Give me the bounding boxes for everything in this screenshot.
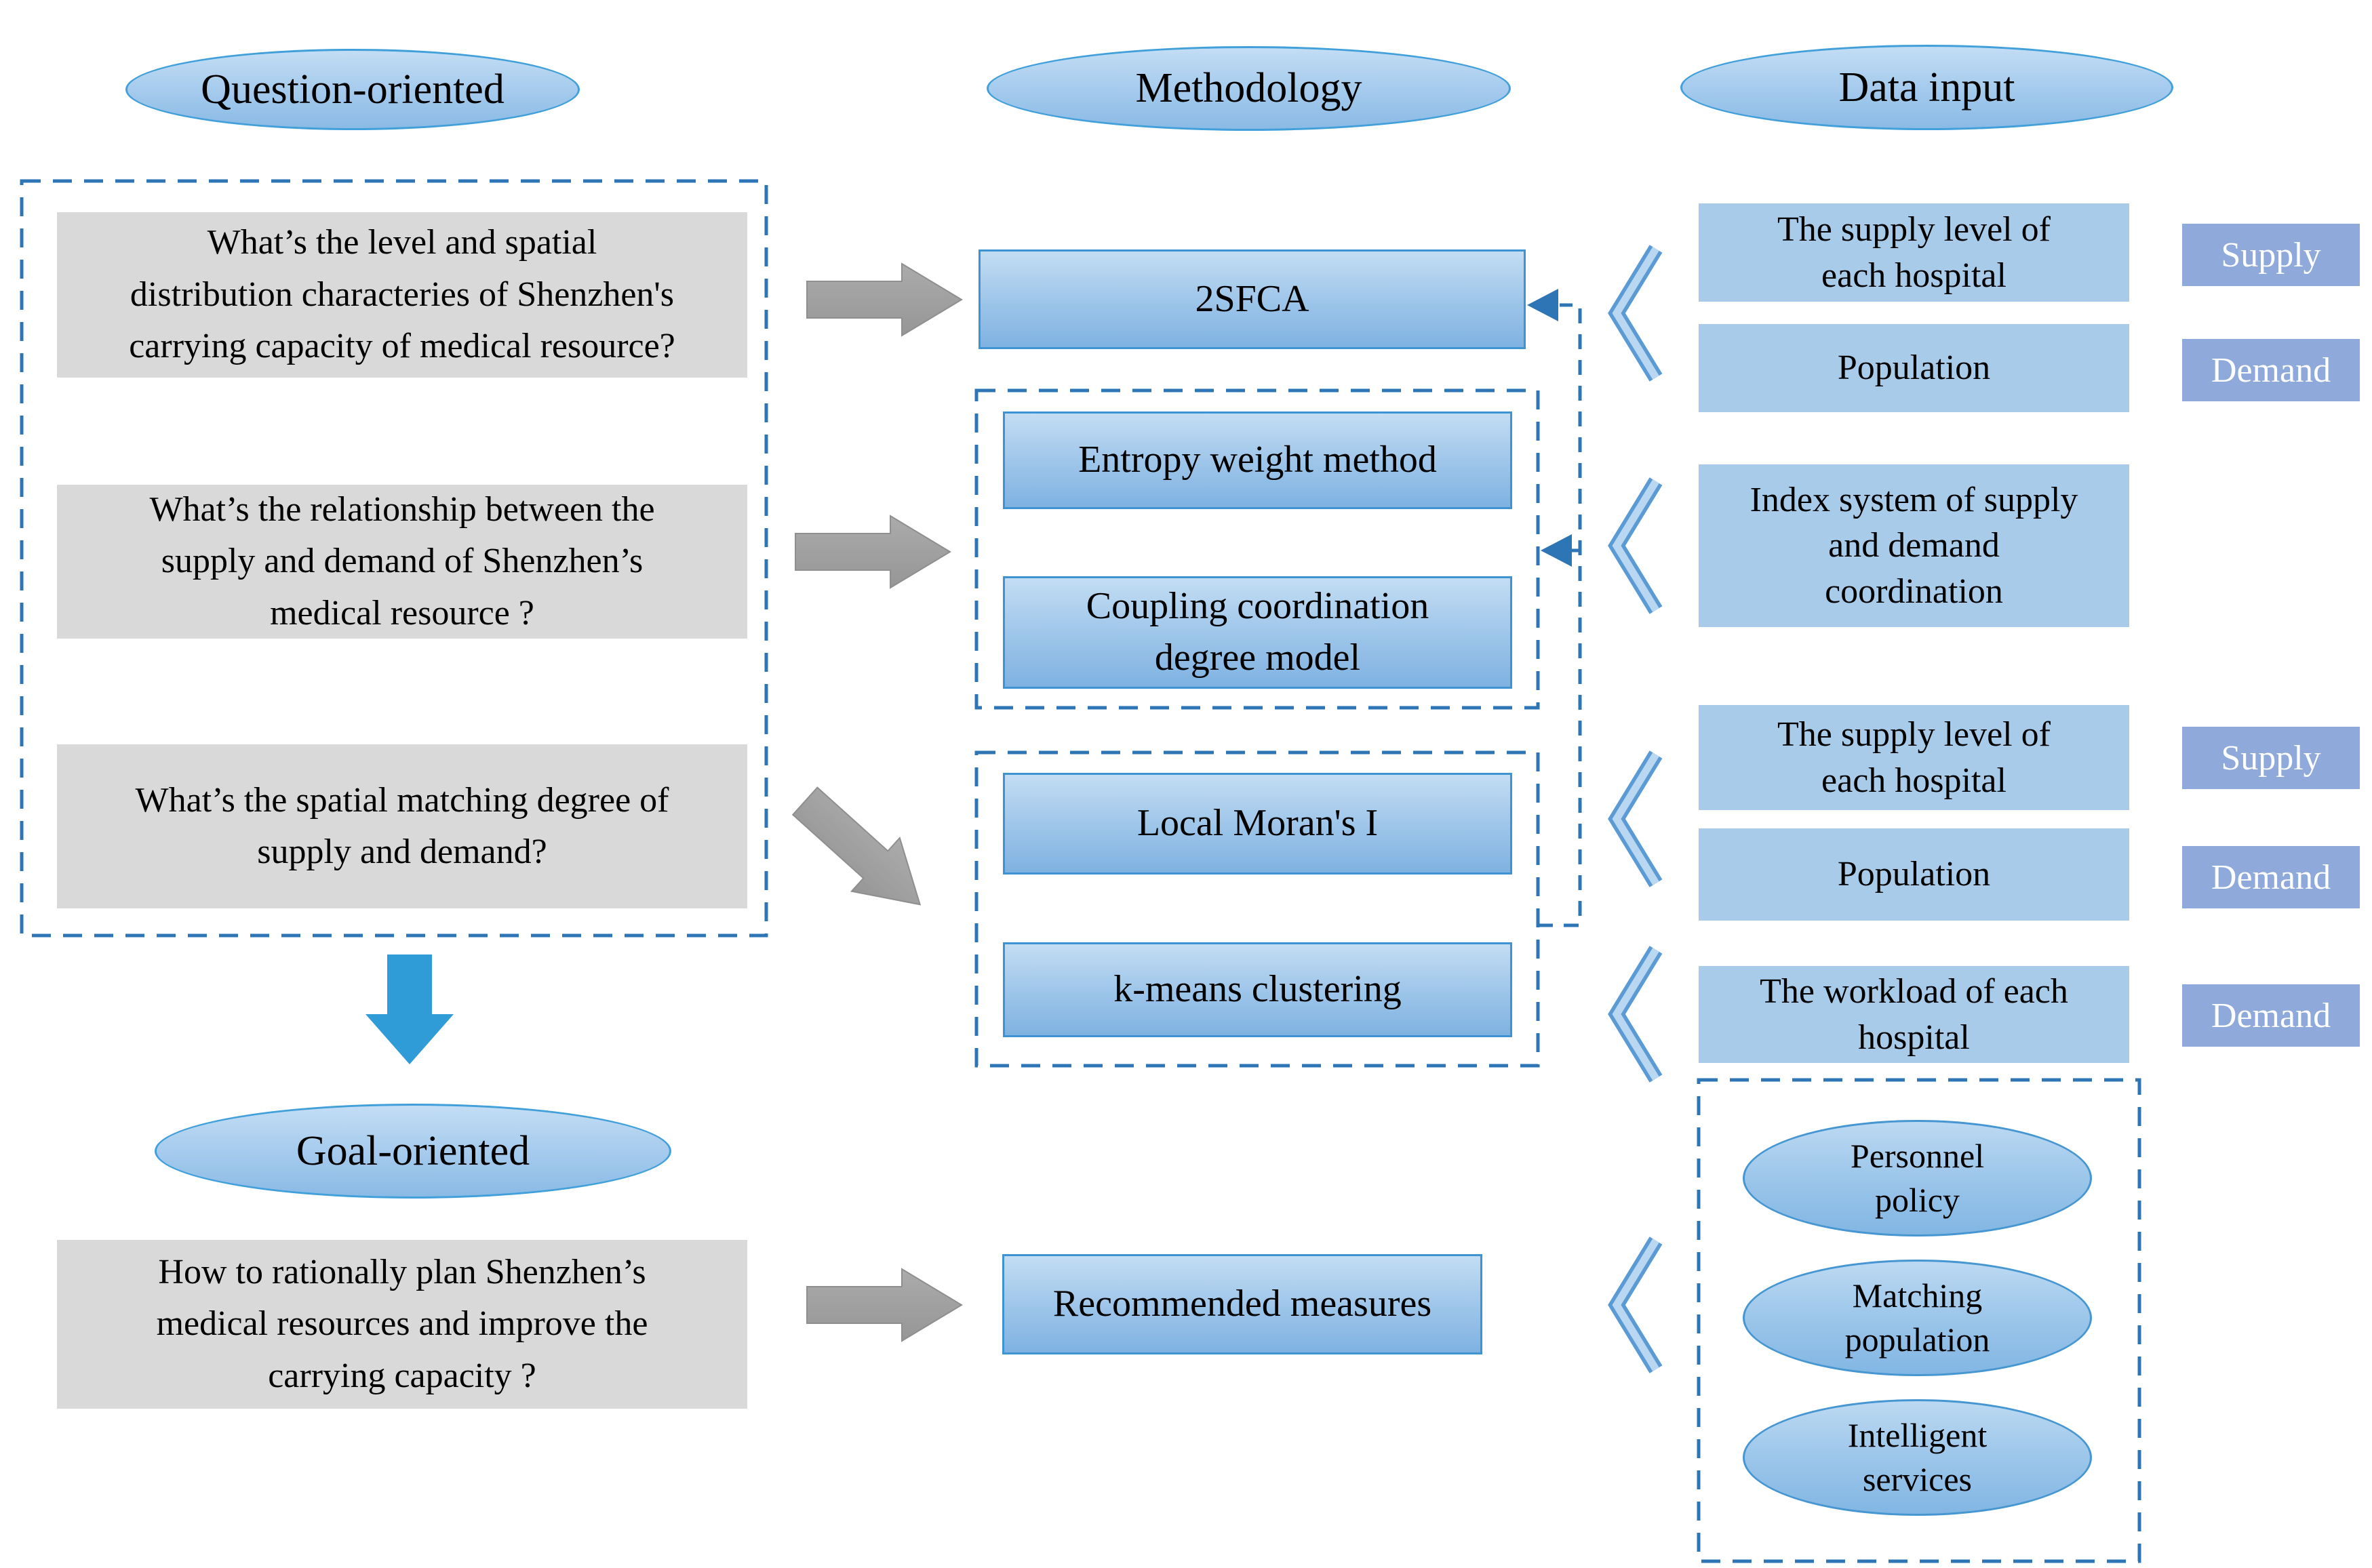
chevron-index-system-icon <box>1608 477 1663 614</box>
data-box-supply-level-1: The supply level of each hospital <box>1699 203 2129 302</box>
question-box-2: What’s the relationship between the supp… <box>57 485 747 639</box>
method-box-local-morans-i: Local Moran's I <box>1003 773 1512 875</box>
badge-demand-1: Demand <box>2182 339 2360 401</box>
data-box-population-2: Population <box>1699 828 2129 921</box>
goal-question-text: How to rationally plan Shenzhen’s medica… <box>156 1252 648 1395</box>
badge-supply-2: Supply <box>2182 727 2360 789</box>
header-data-input-label: Data input <box>1838 64 2015 110</box>
blue-down-arrow-icon <box>365 954 454 1064</box>
method-box-coupling: Coupling coordination degree model <box>1003 576 1512 689</box>
measure-intelligent-services-label: Intelligent services <box>1847 1416 1988 1498</box>
badge-supply-2-label: Supply <box>2221 738 2321 778</box>
method-box-entropy: Entropy weight method <box>1003 411 1512 509</box>
badge-demand-1-label: Demand <box>2211 350 2331 390</box>
measure-ellipse-intelligent-services: Intelligent services <box>1743 1399 2092 1516</box>
data-index-system-text: Index system of supply and demand coordi… <box>1750 480 2078 611</box>
arrowhead-into-coupling-icon <box>1541 534 1572 567</box>
method-2sfca-label: 2SFCA <box>1195 277 1309 320</box>
method-coupling-label: Coupling coordination degree model <box>1086 585 1429 679</box>
data-workload-text: The workload of each hospital <box>1760 971 2068 1057</box>
gray-arrow-q3-icon <box>791 786 922 906</box>
data-population-1-text: Population <box>1837 348 1991 388</box>
question-box-1: What’s the level and spatial distributio… <box>57 212 747 378</box>
data-box-workload: The workload of each hospital <box>1699 966 2129 1063</box>
header-ellipse-data-input: Data input <box>1680 45 2173 130</box>
data-box-index-system: Index system of supply and demand coordi… <box>1699 464 2129 627</box>
data-supply-level-1-text: The supply level of each hospital <box>1777 209 2051 295</box>
data-population-2-text: Population <box>1837 855 1991 894</box>
arrowhead-into-2sfca-icon <box>1527 289 1558 321</box>
badge-demand-2-label: Demand <box>2211 858 2331 897</box>
method-recommended-measures-label: Recommended measures <box>1052 1283 1432 1325</box>
chevron-supply-demand-2-icon <box>1608 750 1663 887</box>
gray-arrow-q1-icon <box>806 262 963 337</box>
header-ellipse-question-oriented: Question-oriented <box>125 49 580 130</box>
chevron-measures-icon <box>1608 1237 1663 1373</box>
method-local-morans-i-label: Local Moran's I <box>1136 802 1379 845</box>
header-methodology-label: Methodology <box>1135 65 1362 111</box>
gray-arrow-goal-icon <box>806 1268 963 1342</box>
data-supply-level-2-text: The supply level of each hospital <box>1777 715 2051 800</box>
badge-demand-3-label: Demand <box>2211 996 2331 1035</box>
badge-demand-3: Demand <box>2182 984 2360 1047</box>
header-ellipse-goal-oriented: Goal-oriented <box>155 1104 671 1199</box>
method-box-recommended-measures: Recommended measures <box>1002 1254 1482 1354</box>
data-to-method-dashed-connector <box>1538 303 1582 927</box>
question-3-text: What’s the spatial matching degree of su… <box>135 780 669 871</box>
method-box-kmeans: k-means clustering <box>1003 942 1512 1037</box>
badge-supply-1-label: Supply <box>2221 235 2321 275</box>
header-question-oriented-label: Question-oriented <box>201 66 505 113</box>
measure-matching-population-label: Matching population <box>1844 1276 1990 1359</box>
header-ellipse-methodology: Methodology <box>987 46 1511 131</box>
header-goal-oriented-label: Goal-oriented <box>296 1127 530 1174</box>
chevron-workload-icon <box>1608 946 1663 1083</box>
chevron-supply-demand-1-icon <box>1608 245 1663 382</box>
badge-supply-1: Supply <box>2182 224 2360 286</box>
question-2-text: What’s the relationship between the supp… <box>149 489 655 632</box>
goal-question-box: How to rationally plan Shenzhen’s medica… <box>57 1240 747 1409</box>
method-entropy-label: Entropy weight method <box>1078 439 1437 481</box>
measure-personnel-policy-label: Personnel policy <box>1850 1137 1985 1219</box>
method-kmeans-label: k-means clustering <box>1113 968 1402 1011</box>
measure-ellipse-matching-population: Matching population <box>1743 1260 2092 1376</box>
question-box-3: What’s the spatial matching degree of su… <box>57 744 747 908</box>
question-1-text: What’s the level and spatial distributio… <box>129 223 675 366</box>
gray-arrow-q2-icon <box>795 515 951 589</box>
data-box-population-1: Population <box>1699 324 2129 412</box>
method-box-2sfca: 2SFCA <box>979 249 1526 349</box>
measure-ellipse-personnel-policy: Personnel policy <box>1743 1120 2092 1237</box>
badge-demand-2: Demand <box>2182 846 2360 908</box>
data-box-supply-level-2: The supply level of each hospital <box>1699 705 2129 810</box>
